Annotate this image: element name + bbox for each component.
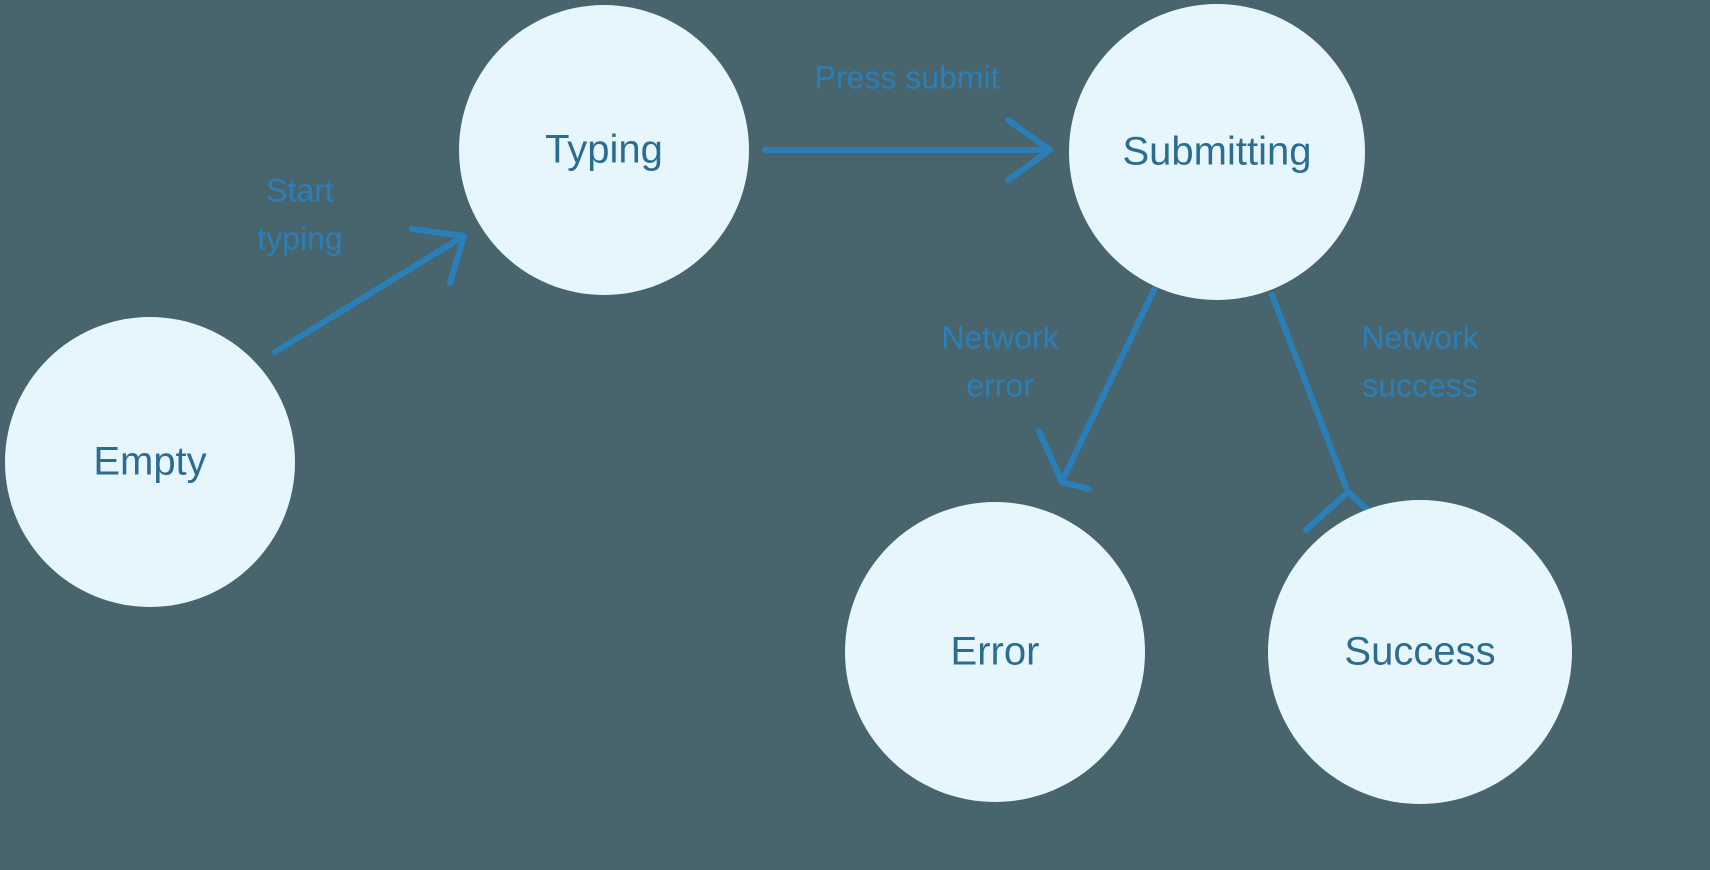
node-empty-circle[interactable] xyxy=(5,317,295,607)
node-success-circle[interactable] xyxy=(1268,500,1572,804)
edge-label-line-1: Press submit xyxy=(815,59,1000,95)
node-submitting[interactable]: Submitting xyxy=(1069,4,1365,300)
node-success-label: Success xyxy=(1344,630,1495,674)
edge-typing-to-submitting xyxy=(762,117,1053,183)
edge-submitting-to-success-arrowhead-visible xyxy=(1303,489,1371,533)
node-empty-label: Empty xyxy=(93,440,206,484)
edge-submitting-to-error-line xyxy=(1061,285,1158,480)
node-success[interactable]: Success xyxy=(1268,500,1572,804)
node-empty[interactable]: Empty xyxy=(5,317,295,607)
edge-submitting-to-success-line xyxy=(1269,292,1349,490)
edge-label-empty-to-typing: Start typing xyxy=(257,172,342,256)
node-error-circle[interactable] xyxy=(845,502,1145,802)
edge-submitting-to-success xyxy=(1269,292,1371,533)
edge-empty-to-typing-arrowhead xyxy=(409,226,467,286)
edge-typing-to-submitting-arrowhead xyxy=(1005,117,1053,183)
edge-empty-to-typing xyxy=(272,226,467,355)
edge-label-line-1: Start xyxy=(266,172,334,208)
edge-label-line-1: Network xyxy=(941,319,1059,355)
node-error[interactable]: Error xyxy=(845,502,1145,802)
edge-label-line-2: typing xyxy=(257,220,342,256)
node-submitting-circle[interactable] xyxy=(1069,4,1365,300)
node-submitting-label: Submitting xyxy=(1123,130,1312,174)
edge-label-line-1: Network xyxy=(1361,319,1479,355)
node-error-label: Error xyxy=(951,630,1040,674)
edge-submitting-to-error xyxy=(1036,285,1158,492)
edge-label-submitting-to-success: Network success xyxy=(1361,319,1479,403)
node-typing-label: Typing xyxy=(545,128,663,172)
edge-label-line-2: success xyxy=(1362,367,1478,403)
edge-label-submitting-to-error: Network error xyxy=(941,319,1059,403)
node-typing-circle[interactable] xyxy=(459,5,749,295)
edge-submitting-to-error-arrowhead xyxy=(1036,428,1092,492)
edge-empty-to-typing-line xyxy=(272,234,465,355)
node-typing[interactable]: Typing xyxy=(459,5,749,295)
edge-label-typing-to-submitting: Press submit xyxy=(815,59,1000,95)
edge-label-line-2: error xyxy=(966,367,1034,403)
